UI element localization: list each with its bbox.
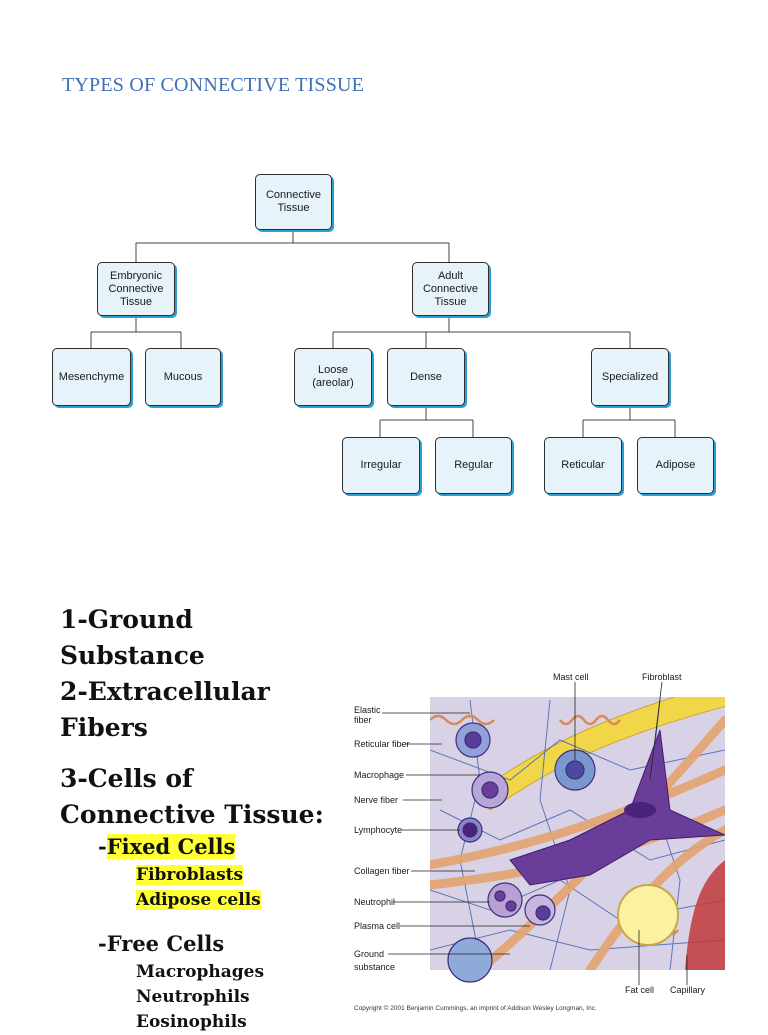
node-specialized: Specialized <box>591 348 669 406</box>
tree-connectors <box>90 230 676 437</box>
label-collagen-fiber: Collagen fiber <box>354 866 410 876</box>
connective-tissue-illustration: Elastic fiber Reticular fiber Macrophage… <box>354 672 725 1012</box>
label-macrophage: Macrophage <box>354 770 404 780</box>
node-regular: Regular <box>435 437 512 494</box>
node-label: Adult Connective Tissue <box>422 269 479 308</box>
node-adult: Adult Connective Tissue <box>412 262 489 316</box>
figure-copyright: Copyright © 2001 Benjamin Cummings, an i… <box>354 1004 597 1012</box>
component-cells-line1: 3-Cells of <box>60 764 193 793</box>
fixed-dash: - <box>98 834 107 859</box>
label-fat-cell: Fat cell <box>625 985 654 995</box>
fixed-cell-adipose: Adipose cells <box>136 890 261 910</box>
label-elastic-fiber-2: fiber <box>354 715 372 725</box>
free-cell-neutrophils: Neutrophils <box>136 987 250 1007</box>
node-label: Mucous <box>163 370 203 383</box>
node-irregular: Irregular <box>342 437 420 494</box>
node-label: Dense <box>410 370 442 383</box>
node-embryonic: Embryonic Connective Tissue <box>97 262 175 316</box>
node-label: Loose (areolar) <box>312 364 354 389</box>
label-reticular-fiber: Reticular fiber <box>354 739 410 749</box>
label-nerve-fiber: Nerve fiber <box>354 795 398 805</box>
node-reticular: Reticular <box>544 437 622 494</box>
node-label: Embryonic Connective Tissue <box>108 269 164 308</box>
node-loose: Loose (areolar) <box>294 348 372 406</box>
capillary-vessel <box>685 860 725 970</box>
label-elastic-fiber-1: Elastic <box>354 705 381 715</box>
node-label: Regular <box>454 459 493 471</box>
label-plasma-cell: Plasma cell <box>354 921 400 931</box>
node-adipose: Adipose <box>637 437 714 494</box>
component-fibers-line1: 2-Extracellular <box>60 677 270 706</box>
label-capillary: Capillary <box>670 985 706 995</box>
label-ground-substance-1: Ground <box>354 949 384 959</box>
node-label: Connective Tissue <box>265 189 322 214</box>
node-label: Mesenchyme <box>58 370 125 383</box>
fat-cell-shape <box>617 884 679 946</box>
component-ground-substance-line2: Substance <box>60 641 205 670</box>
fibroblast-nucleus <box>624 802 656 818</box>
component-ground-substance-line1: 1-Ground <box>60 605 193 634</box>
fibroblast-cell <box>509 729 725 886</box>
node-connective-tissue: Connective Tissue <box>255 174 332 230</box>
label-mast-cell: Mast cell <box>553 672 589 682</box>
fixed-cells-label: Fixed Cells <box>106 834 236 859</box>
node-mesenchyme: Mesenchyme <box>52 348 131 406</box>
node-dense: Dense <box>387 348 465 406</box>
node-label: Irregular <box>360 459 402 471</box>
leader-lines <box>382 681 688 985</box>
round-cells <box>447 722 596 983</box>
free-cell-eosinophils: Eosinophils <box>136 1012 247 1032</box>
label-ground-substance-2: substance <box>354 962 395 972</box>
label-neutrophil: Neutrophil <box>354 897 395 907</box>
label-lymphocyte: Lymphocyte <box>354 825 402 835</box>
free-cell-macrophages: Macrophages <box>136 962 265 982</box>
node-mucous: Mucous <box>145 348 221 406</box>
fixed-cells-heading: -Fixed Cells <box>98 833 236 861</box>
free-cells-heading: -Free Cells <box>98 931 225 956</box>
node-label: Specialized <box>601 370 659 383</box>
node-label: Reticular <box>561 459 605 471</box>
component-fibers-line2: Fibers <box>60 713 148 742</box>
component-cells-line2: Connective Tissue: <box>60 800 324 829</box>
fixed-cell-fibroblasts: Fibroblasts <box>136 865 244 885</box>
node-label: Adipose <box>655 459 696 471</box>
label-fibroblast: Fibroblast <box>642 672 682 682</box>
page-title: TYPES OF CONNECTIVE TISSUE <box>62 74 365 96</box>
